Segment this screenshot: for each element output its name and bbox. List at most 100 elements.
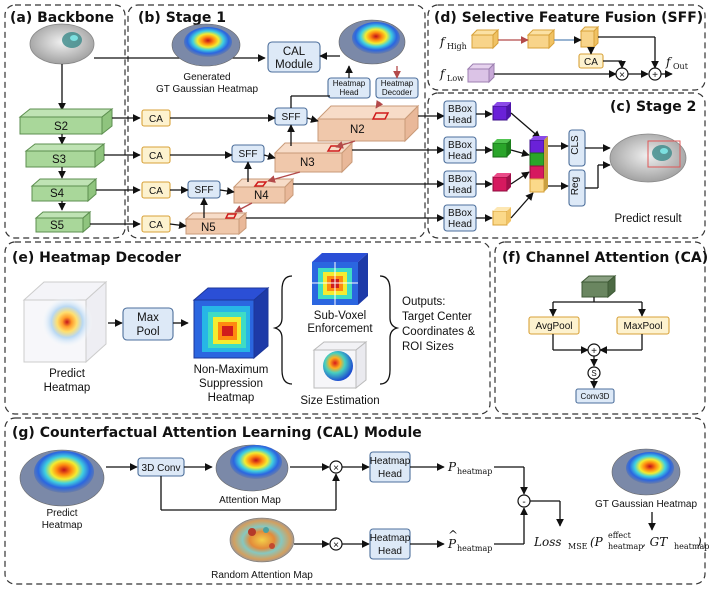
stage2-cube-pink [492,173,511,192]
svg-text:×: × [333,463,339,474]
cal-module-box: CAL Module [267,41,321,73]
generated-label-2: GT Gaussian Heatmap [156,84,259,95]
sub-voxel-label-2: Enforcement [307,323,373,335]
svg-text:-: - [522,497,525,508]
maxpool-box: MaxPool [616,316,670,335]
svg-text:effect: effect [608,531,632,540]
sff-high-cube [470,28,500,50]
sff-f-out: f [665,55,673,69]
svg-text:CA: CA [149,114,163,125]
svg-text:+: + [591,346,597,357]
svg-text:SFF: SFF [239,149,258,160]
predict-result-label: Predict result [614,213,682,225]
neck-block-n4: N4 [232,177,295,205]
outputs-line-1: Outputs: [402,296,445,308]
svg-text:heatmap: heatmap [457,544,492,553]
svg-text:+: + [652,70,658,81]
svg-text:AvgPool: AvgPool [535,321,572,332]
backbone-frame [4,4,126,239]
random-attention-map-label: Random Attention Map [211,570,313,581]
title-stage2: (c) Stage 2 [610,99,696,115]
neck-block-n3: N3 [273,141,354,174]
title-decoder: (e) Heatmap Decoder [12,250,181,266]
stage-block-s2: S2 [18,107,114,136]
svg-text:BBox: BBox [448,104,472,115]
p-hat-heatmap-label: P [447,537,457,551]
sff-box-1: SFF [274,107,308,126]
svg-text:SFF: SFF [195,185,214,196]
svg-text:Head: Head [378,469,402,480]
cls-head: CLS [568,129,586,167]
svg-text:N4: N4 [254,190,269,202]
title-ca: (f) Channel Attention (CA) [502,250,708,266]
cal-heatmap-head-1: Heatmap Head [369,451,411,483]
cal-heatmap-head-2: Heatmap Head [369,528,411,560]
stage2-concat-stack [529,136,548,193]
cal-predict-heatmap-image [19,449,105,507]
cal-predict-label-2: Heatmap [42,520,83,531]
svg-text:BBox: BBox [448,174,472,185]
p-heatmap-label: P [447,460,457,474]
sff-mid-cube [526,28,556,50]
cal-predict-label-1: Predict [46,508,77,519]
sff-f-low: f [439,67,447,81]
nms-label-3: Heatmap [208,392,255,404]
outputs-line-2: Target Center [402,311,472,323]
svg-text:MaxPool: MaxPool [624,321,663,332]
outputs-line-4: ROI Sizes [402,341,454,353]
random-attention-map-image [229,517,295,563]
svg-text:Conv3D: Conv3D [581,392,610,401]
stage-label-s3: S3 [52,154,66,166]
svg-text:Max: Max [137,312,159,324]
reg-head: Reg [568,169,586,207]
svg-text:BBox: BBox [448,208,472,219]
stage1-frame [127,4,426,239]
ca-box-3: CA [141,181,171,199]
sff-frame [427,4,706,91]
sff-ca-box: CA [578,53,604,69]
svg-text:CA: CA [149,220,163,231]
cal-gt-heatmap-image [611,448,681,496]
avgpool-box: AvgPool [528,316,580,335]
stage-label-s4: S4 [50,188,65,200]
stage2-cube-green [492,139,511,158]
svg-text:CLS: CLS [570,135,581,155]
ca-conv3d-box: Conv3D [575,388,615,404]
decoder-frame [4,241,491,415]
decoder-predict-label-2: Heatmap [44,382,91,394]
title-sff: (d) Selective Feature Fusion (SFF) [434,10,703,26]
svg-text:heatmap: heatmap [674,542,709,551]
svg-text:Heatmap: Heatmap [381,79,414,88]
sff-low-sub: Low [447,74,464,83]
svg-text:Head: Head [339,88,358,97]
stage-label-s5: S5 [50,220,64,232]
svg-text:×: × [333,540,339,551]
svg-text:(P: (P [590,535,604,549]
ca-box-1: CA [141,109,171,127]
size-estimation-label: Size Estimation [300,395,379,407]
ca-box-4: CA [141,215,171,233]
neck-block-n2: N2 [316,104,420,143]
svg-text:3D Conv: 3D Conv [142,463,181,474]
svg-text:MSE: MSE [568,542,588,551]
svg-text:): ) [696,535,702,549]
title-cal: (g) Counterfactual Attention Learning (C… [12,425,422,441]
attention-map-label: Attention Map [219,495,281,506]
backbone-brain-image [29,23,95,65]
stage2-cube-yellow [492,207,511,226]
brace-right-icon [379,275,400,385]
title-backbone: (a) Backbone [10,10,114,26]
p-hat-accent: ^ [448,528,458,542]
sff-high-sub: High [447,42,467,51]
svg-text:CA: CA [149,186,163,197]
stage-block-s3: S3 [24,142,106,169]
svg-text:BBox: BBox [448,140,472,151]
decoder-predict-heatmap-cube [22,280,108,364]
ca-frame [494,241,706,415]
sub-voxel-cube [312,253,368,305]
